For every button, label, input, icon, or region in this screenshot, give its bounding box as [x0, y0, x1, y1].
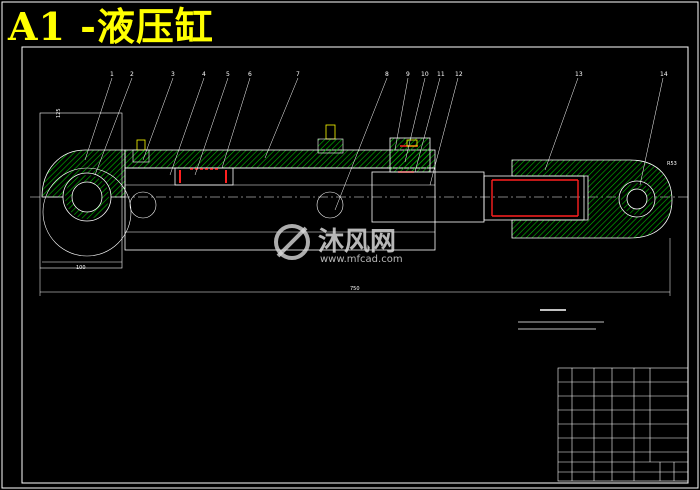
rear-mount-boss	[129, 191, 157, 219]
watermark-url: www.mfcad.com	[320, 254, 403, 265]
left-height-dim: 125	[56, 108, 62, 118]
leaders	[84, 77, 664, 211]
part-label-10: 10	[421, 71, 429, 78]
rear-clevis-bore	[71, 181, 103, 213]
part-label-12: 12	[455, 71, 463, 78]
part-labels: 1 2 3 4 5 6 7 8 9 10 11 12 13 14	[110, 71, 668, 78]
technical-requirements	[518, 309, 604, 330]
bottom-left-dim: 100	[76, 265, 86, 271]
part-label-1: 1	[110, 71, 114, 78]
front-mount-boss	[316, 191, 344, 219]
rod-end-clevis	[511, 159, 673, 239]
drawing-title: A1 -液压缸	[8, 4, 214, 49]
watermark: 沐风网 www.mfcad.com	[274, 224, 403, 265]
front-port-boss	[317, 138, 344, 154]
gland-bolt	[406, 139, 418, 147]
rod-thread	[483, 175, 585, 221]
rear-port-hatch	[132, 149, 150, 163]
rear-port	[136, 139, 146, 151]
part-label-13: 13	[575, 71, 583, 78]
part-label-3: 3	[171, 71, 175, 78]
rear-view-box	[39, 112, 123, 269]
rod-end-radius-dim: R53	[667, 161, 677, 167]
part-label-4: 4	[202, 71, 206, 78]
piston	[174, 167, 234, 186]
part-label-2: 2	[130, 71, 134, 78]
part-label-5: 5	[226, 71, 230, 78]
gland-head	[389, 137, 431, 173]
inner-frame	[21, 46, 689, 484]
rod-end-bore	[626, 188, 648, 210]
part-label-9: 9	[406, 71, 410, 78]
watermark-logo-slash	[276, 226, 308, 258]
watermark-brand: 沐风网	[318, 227, 396, 257]
title-block	[557, 367, 689, 482]
part-label-11: 11	[437, 71, 445, 78]
cylinder-tube-top	[124, 149, 436, 169]
overall-length-dim: 750	[350, 286, 360, 292]
rear-clevis-outer	[42, 167, 132, 257]
watermark-logo-icon	[274, 224, 310, 260]
part-label-14: 14	[660, 71, 668, 78]
part-label-6: 6	[248, 71, 252, 78]
part-label-7: 7	[296, 71, 300, 78]
part-label-8: 8	[385, 71, 389, 78]
front-port	[325, 124, 336, 140]
